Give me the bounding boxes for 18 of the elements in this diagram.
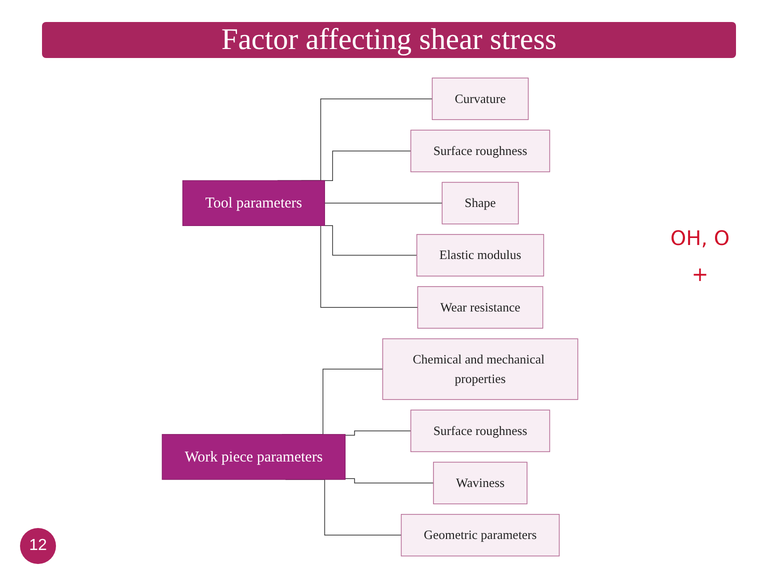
node-box: Waviness [433, 462, 528, 504]
title-banner: Factor affecting shear stress [42, 22, 736, 58]
node-box: Elastic modulus [416, 234, 544, 276]
node-box: Work piece parameters [162, 434, 346, 480]
connector [344, 430, 412, 436]
connector [324, 202, 443, 204]
slide-number: 12 [20, 528, 56, 564]
node-box: Shape [442, 182, 519, 224]
node-box: Wear resistance [417, 286, 544, 329]
handwritten-note: OH, O [670, 226, 730, 250]
node-box: Surface roughness [410, 410, 550, 452]
handwritten-note: + [692, 262, 708, 286]
node-box: Curvature [432, 78, 529, 120]
node-box: Surface roughness [410, 130, 550, 172]
node-box: Tool parameters [182, 180, 326, 226]
node-box: Chemical and mechanical properties [382, 338, 578, 400]
connector [344, 478, 434, 484]
node-box: Geometric parameters [400, 514, 560, 556]
